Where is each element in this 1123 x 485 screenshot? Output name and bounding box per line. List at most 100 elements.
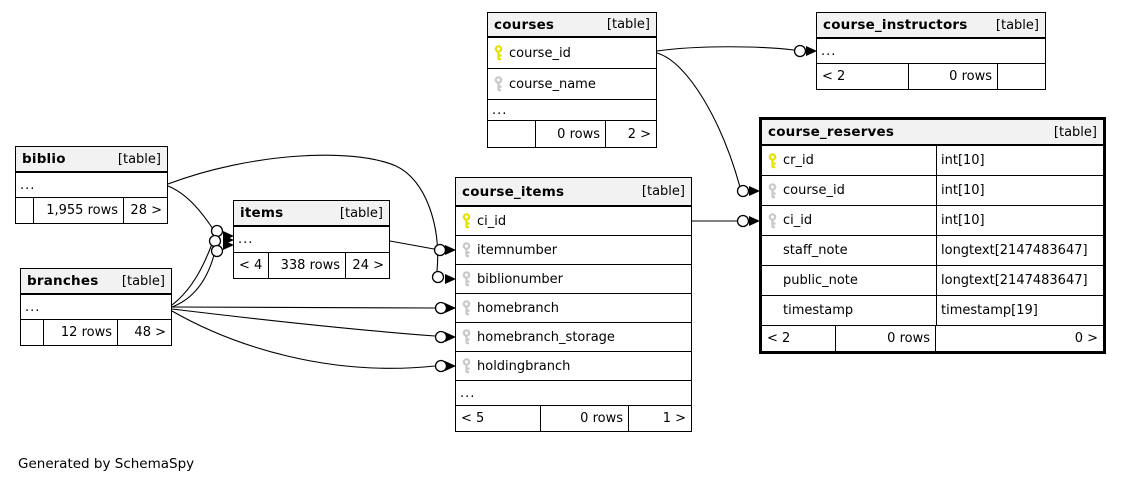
table-footer-courses: 0 rows 2 > [488, 121, 656, 147]
primary-key-icon [762, 152, 783, 169]
footer-rows-count: 0 rows [836, 326, 936, 351]
column-name: holdingbranch [477, 358, 571, 374]
table-name-course_items[interactable]: course_items [462, 183, 565, 200]
table-courses: courses [table] course_id course_name...0 r… [487, 12, 657, 148]
table-header-courses[interactable]: courses [table] [488, 13, 656, 38]
column-row-course_id: course_id [488, 38, 656, 69]
foreign-key-icon [456, 358, 477, 374]
column-name: homebranch [477, 300, 560, 316]
fk-endpoint-course_items-homebranch [434, 301, 456, 315]
footer-children-count: 24 > [352, 258, 384, 273]
table-type-tag: [table] [339, 205, 383, 221]
rel-items-course_items [389, 240, 435, 250]
rel-biblio-items [167, 185, 214, 230]
fk-endpoint-course_items-homebranch_storage [434, 330, 456, 344]
footer-parents-count [488, 121, 536, 147]
hidden-columns-ellipsis: ... [488, 100, 656, 121]
table-type-tag: [table] [606, 17, 650, 32]
fk-endpoint-course_items-biblionumber [431, 270, 456, 284]
column-row-itemnumber: itemnumber [456, 236, 691, 265]
table-type-tag: [table] [995, 17, 1039, 33]
column-row-ci_id: ci_id int[10] [762, 206, 1103, 236]
fk-endpoint-course_instructors [793, 44, 817, 58]
table-header-course_items[interactable]: course_items [table] [456, 178, 691, 207]
footer-children-count: 2 > [627, 126, 651, 142]
table-header-items[interactable]: items [table] [234, 201, 389, 227]
column-name: biblionumber [477, 271, 564, 287]
table-header-course_instructors[interactable]: course_instructors [table] [817, 13, 1045, 39]
column-type: int[10] [936, 176, 1103, 205]
column-row-timestamp: timestamp timestamp[19] [762, 296, 1103, 326]
foreign-key-icon [762, 182, 783, 199]
fk-endpoint-items-c [210, 240, 234, 258]
table-name-courses[interactable]: courses [494, 16, 555, 33]
foreign-key-icon [456, 271, 477, 287]
table-name-course_reserves[interactable]: course_reserves [768, 124, 895, 140]
column-name: cr_id [783, 153, 814, 168]
footer-rows-count: 0 rows [541, 406, 629, 431]
column-name: course_name [509, 76, 596, 92]
rel-courses-course_instructors [656, 46, 795, 52]
column-name: timestamp [783, 303, 854, 318]
footer-parents-count: < 5 [456, 406, 541, 431]
rel-branches-items-1 [171, 243, 213, 306]
rel-branches-course_items-homebranch_storage [171, 308, 436, 337]
rel-courses-course_reserves [656, 52, 741, 188]
fk-endpoint-course_reserves-ci_id [736, 214, 760, 228]
table-header-course_reserves[interactable]: course_reserves [table] [762, 120, 1103, 146]
hidden-columns-ellipsis: ... [456, 381, 691, 406]
column-type: timestamp[19] [936, 296, 1103, 325]
column-row-homebranch: homebranch [456, 294, 691, 323]
column-name: ci_id [783, 213, 813, 228]
generated-by-note: Generated by SchemaSpy [18, 456, 195, 472]
footer-rows-count: 0 rows [536, 121, 606, 147]
column-row-cr_id: cr_id int[10] [762, 146, 1103, 176]
table-type-tag: [table] [1053, 124, 1097, 140]
hidden-columns-ellipsis: ... [234, 227, 389, 253]
column-type: int[10] [936, 206, 1103, 235]
footer-children-count [998, 64, 1045, 89]
footer-rows-count: 12 rows [44, 320, 118, 345]
column-type: int[10] [936, 146, 1103, 175]
column-name: ci_id [477, 213, 507, 229]
column-row-homebranch_storage: homebranch_storage [456, 323, 691, 352]
column-type: longtext[2147483647] [936, 266, 1103, 295]
table-name-biblio[interactable]: biblio [22, 151, 66, 167]
table-name-course_instructors[interactable]: course_instructors [823, 17, 968, 33]
table-type-tag: [table] [121, 273, 165, 289]
footer-parents-count: < 2 [762, 326, 836, 351]
footer-children-count: 0 > [1074, 331, 1098, 346]
foreign-key-icon [456, 300, 477, 316]
rel-biblio-course_items [167, 154, 439, 272]
fk-endpoint-course_items-itemnumber [433, 243, 456, 257]
column-name: homebranch_storage [477, 329, 615, 345]
footer-parents-count [16, 198, 34, 223]
table-type-tag: [table] [117, 151, 161, 167]
rel-branches-course_items-homebranch [171, 306, 436, 309]
fk-endpoint-items-b [208, 234, 234, 248]
table-type-tag: [table] [641, 184, 685, 199]
footer-parents-count [21, 320, 44, 345]
fk-endpoint-course_reserves-course_id [736, 184, 760, 198]
footer-parents-count: < 4 [234, 253, 269, 278]
table-name-branches[interactable]: branches [27, 273, 99, 289]
column-name: course_id [509, 45, 571, 61]
foreign-key-icon [456, 329, 477, 345]
table-header-branches[interactable]: branches [table] [21, 269, 171, 295]
column-row-ci_id: ci_id [456, 207, 691, 236]
column-row-holdingbranch: holdingbranch [456, 352, 691, 381]
table-name-items[interactable]: items [240, 205, 284, 221]
table-header-biblio[interactable]: biblio [table] [16, 147, 167, 173]
foreign-key-icon [488, 76, 509, 92]
